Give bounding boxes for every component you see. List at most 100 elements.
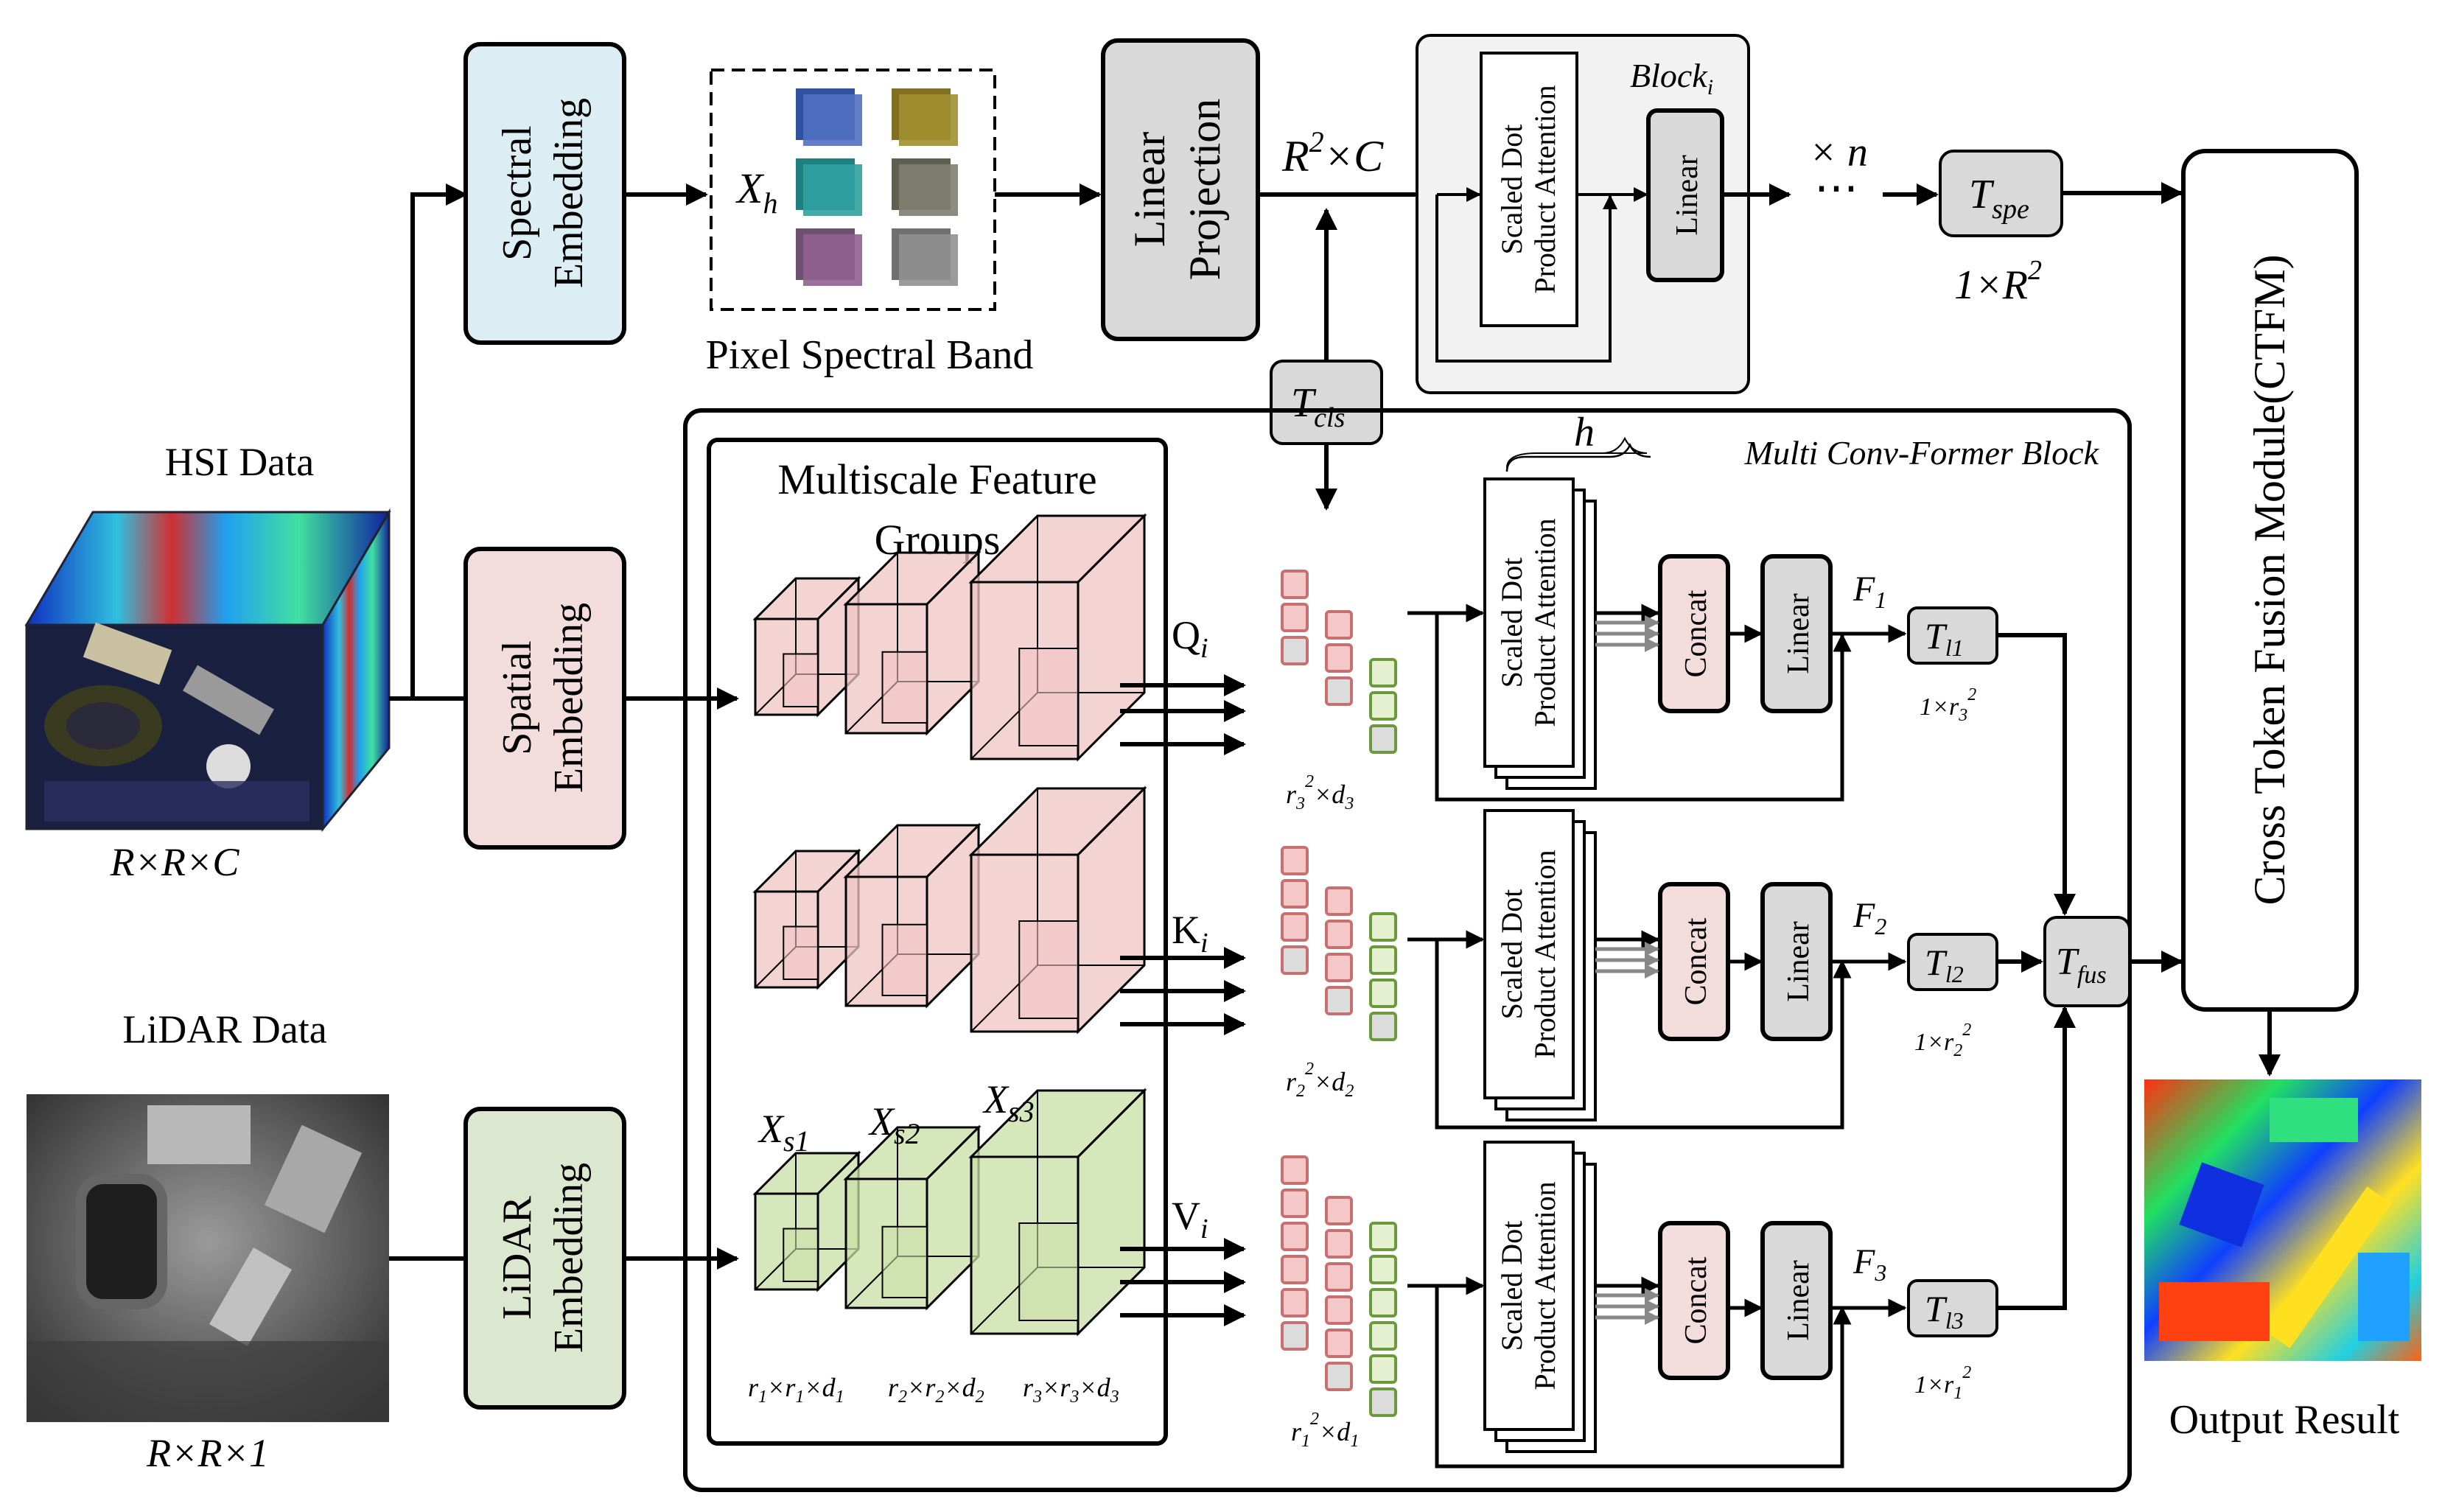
gray-head-arrows — [1595, 615, 1659, 1325]
token-dims-2: r22×d2 — [1286, 1060, 1354, 1101]
svg-text:Xh: Xh — [735, 164, 777, 220]
token-col-k-1 — [1281, 846, 1309, 975]
svg-text:Product Attention: Product Attention — [1528, 850, 1561, 1058]
spatial-embedding-box: Spatial Embedding — [463, 547, 626, 850]
svg-text:Spatial: Spatial — [494, 640, 540, 755]
tspe-dims: 1×R2 — [1954, 255, 2042, 308]
r2c-label: R2×C — [1281, 125, 1384, 181]
svg-text:Tcls: Tcls — [1291, 380, 1345, 433]
qkv-arrows — [1120, 674, 1246, 1326]
xs2-label: Xs2 — [868, 1099, 920, 1150]
times-n-label: × n — [1809, 130, 1868, 175]
hsi-dims: R×R×C — [110, 840, 240, 884]
hsi-cube-image — [24, 508, 391, 833]
spectral-embedding-box: Spectral Embedding — [463, 42, 626, 345]
token-col-v-1 — [1281, 1155, 1309, 1351]
hsi-title: HSI Data — [165, 440, 314, 484]
ellipsis: ⋯ — [1814, 164, 1858, 212]
svg-text:Scaled Dot: Scaled Dot — [1495, 1221, 1528, 1351]
cube-q-s1 — [752, 575, 861, 718]
svg-text:Embedding: Embedding — [546, 98, 592, 288]
lidar-embedding-box: LiDAR Embedding — [463, 1107, 626, 1410]
token-columns — [1281, 570, 1397, 1417]
row-connectors — [1407, 603, 1907, 1469]
cube-k-s1 — [752, 848, 861, 990]
f1-label: F1 — [1853, 570, 1886, 613]
ctfm-module: Cross Token Fusion Module(CTFM) — [2181, 149, 2359, 1012]
cube-k-s2 — [843, 822, 982, 1009]
svg-text:LiDAR: LiDAR — [494, 1195, 540, 1320]
tspe-token: Tspe — [1939, 150, 2063, 237]
token-col-q-1 — [1281, 570, 1309, 665]
linear-projection-box: Linear Projection — [1101, 38, 1260, 341]
attention-row-2: Scaled Dot Product Attention Concat Line… — [1483, 809, 1833, 1121]
token-col-q-3 — [1369, 658, 1397, 754]
q-label: Qi — [1172, 613, 1208, 664]
cube-v-s3 — [968, 1088, 1147, 1337]
svg-text:Concat: Concat — [1679, 917, 1713, 1005]
f2-label: F2 — [1853, 896, 1886, 939]
transformer-block: Blocki Scaled Dot Product Attention Line… — [1416, 34, 1750, 394]
svg-text:Tl3: Tl3 — [1925, 1288, 1964, 1334]
tcls-token: Tcls — [1270, 360, 1383, 445]
tfus-token: Tfus — [2043, 916, 2131, 1007]
token-col-q-2 — [1325, 610, 1353, 706]
tl1-dims: 1×r32 — [1920, 685, 1976, 725]
svg-text:Linear: Linear — [1782, 921, 1816, 1002]
svg-text:Concat: Concat — [1679, 589, 1713, 677]
token-dims-3: r32×d3 — [1286, 772, 1354, 813]
pixel-spectral-band-label: Pixel Spectral Band — [706, 332, 1034, 378]
cube-q-s3 — [968, 513, 1147, 762]
xs3-label: Xs3 — [982, 1077, 1035, 1128]
tl2-dims: 1×r22 — [1914, 1021, 1971, 1060]
svg-text:Tspe: Tspe — [1969, 172, 2029, 225]
svg-text:Linear: Linear — [1125, 132, 1174, 248]
feature-cubes — [752, 513, 1147, 1337]
attention-row-1: Scaled Dot Product Attention Concat Line… — [1483, 477, 1833, 790]
svg-text:Spectral: Spectral — [494, 125, 540, 260]
token-dims-1: r12×d1 — [1291, 1410, 1359, 1451]
svg-text:Product Attention: Product Attention — [1528, 1181, 1561, 1390]
svg-text:Multi Conv-Former Block: Multi Conv-Former Block — [1744, 434, 2100, 472]
tl3-dims: 1×r12 — [1914, 1363, 1971, 1403]
svg-text:h: h — [1574, 410, 1595, 455]
svg-text:Tl2: Tl2 — [1925, 942, 1964, 987]
v-label: Vi — [1172, 1194, 1208, 1245]
token-col-v-2 — [1325, 1196, 1353, 1391]
lidar-image — [27, 1094, 389, 1422]
svg-text:Tl1: Tl1 — [1925, 615, 1964, 661]
token-col-k-3 — [1369, 912, 1397, 1041]
svg-text:Embedding: Embedding — [546, 603, 592, 793]
tl1-token: Tl1 — [1907, 606, 1998, 665]
attention-rows: Scaled Dot Product Attention Concat Line… — [1483, 477, 1833, 1453]
lidar-title: LiDAR Data — [122, 1007, 326, 1051]
xs1-label: Xs1 — [758, 1107, 810, 1158]
heads-brace: h — [1505, 410, 1651, 472]
svg-text:Linear: Linear — [1782, 593, 1816, 674]
svg-text:Linear: Linear — [1670, 155, 1704, 236]
svg-text:Projection: Projection — [1180, 99, 1229, 281]
tl2-token: Tl2 — [1907, 933, 1998, 991]
svg-text:Linear: Linear — [1782, 1260, 1816, 1341]
token-col-k-2 — [1325, 886, 1353, 1015]
svg-text:Scaled Dot: Scaled Dot — [1495, 558, 1528, 688]
multiscale-feature-groups: Multiscale Feature Groups — [707, 438, 1168, 1446]
lidar-dims: R×R×1 — [146, 1431, 269, 1475]
input-routing — [389, 183, 468, 1261]
scale-dims-2: r2×r2×d2 — [888, 1373, 984, 1407]
pixel-spectral-band-box: Xh — [710, 69, 996, 311]
output-result-image — [2144, 1079, 2421, 1361]
cube-v-s2 — [843, 1124, 982, 1311]
svg-text:Scaled Dot: Scaled Dot — [1495, 889, 1528, 1020]
attention-row-3: Scaled Dot Product Attention Concat Line… — [1483, 1141, 1833, 1453]
scale-dims-3: r3×r3×d3 — [1023, 1373, 1119, 1407]
svg-text:Concat: Concat — [1679, 1256, 1713, 1344]
tl3-token: Tl3 — [1907, 1279, 1998, 1337]
scale-dims-1: r1×r1×d1 — [748, 1373, 844, 1407]
cube-q-s2 — [843, 550, 982, 736]
svg-text:Product Attention: Product Attention — [1528, 85, 1561, 293]
output-result-label: Output Result — [2169, 1397, 2400, 1443]
f3-label: F3 — [1853, 1242, 1886, 1286]
svg-text:Scaled Dot: Scaled Dot — [1495, 125, 1528, 255]
